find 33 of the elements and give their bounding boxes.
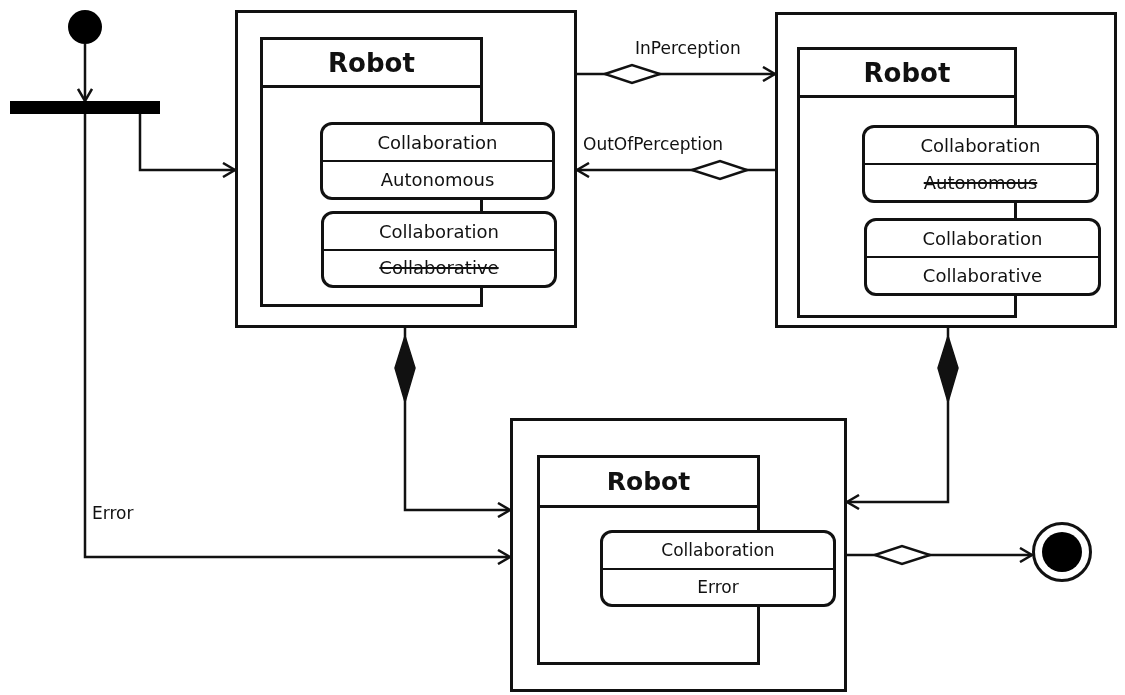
frame-box [510, 418, 847, 692]
state-label: Collaboration [922, 228, 1043, 249]
state-label: Collaboration [920, 135, 1041, 156]
final-node [1032, 522, 1092, 582]
state-label: Error [697, 576, 739, 597]
connector-arrow [138, 114, 237, 179]
state-box [320, 122, 555, 200]
state-label: Autonomous [380, 169, 495, 190]
class-title: Robot [328, 47, 415, 78]
connector-arrow [394, 328, 512, 519]
fork-bar [10, 101, 160, 114]
frame-box [775, 12, 1117, 328]
connector-arrow [845, 328, 959, 511]
connector-arrow [575, 159, 775, 181]
connector-arrow [847, 544, 1034, 566]
connector-arrow [76, 44, 94, 103]
state-label: Collaborative [922, 265, 1043, 286]
state-label: Collaborative [379, 257, 499, 279]
class-title: Robot [863, 57, 951, 88]
state-box [864, 218, 1101, 296]
class-title: Robot [606, 467, 691, 496]
edge-label: InPerception [633, 38, 743, 58]
state-label: Collaboration [379, 220, 499, 242]
state-box [600, 530, 836, 607]
connector-arrow [83, 114, 512, 566]
connector-arrow [577, 63, 777, 85]
state-label: Collaboration [661, 540, 775, 561]
frame-box [235, 10, 577, 328]
state-box [321, 211, 557, 288]
initial-node [68, 10, 102, 44]
state-label: Autonomous [923, 172, 1038, 193]
state-box [862, 125, 1099, 203]
state-label: Collaboration [377, 132, 498, 153]
